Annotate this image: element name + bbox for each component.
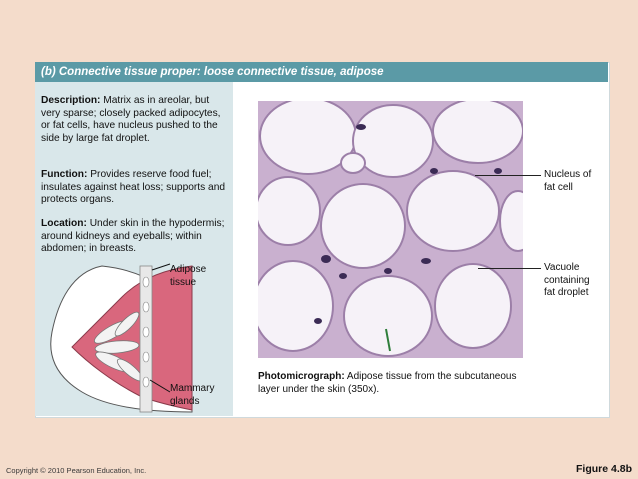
caption-title: Photomicrograph: xyxy=(258,371,345,382)
vacuole-callout: Vacuole containing fat droplet xyxy=(544,262,590,300)
function-text: Provides reserve food fuel; insulates ag… xyxy=(41,169,226,206)
nucleus-callout: Nucleus of fat cell xyxy=(544,169,591,194)
location-text: Under skin in the hypodermis; around kid… xyxy=(41,218,225,255)
function-block: Function: Provides reserve food fuel; in… xyxy=(41,169,231,207)
vacuole-line3: fat droplet xyxy=(544,287,589,298)
function-title: Function: xyxy=(41,169,88,180)
description-block: Description: Matrix as in areolar, but v… xyxy=(41,95,231,145)
panel-header: (b) Connective tissue proper: loose conn… xyxy=(35,62,608,82)
adipose-label-line1: Adipose xyxy=(170,264,207,275)
description-title: Description: xyxy=(41,95,101,106)
caption-text: Adipose tissue from the subcutaneous lay… xyxy=(258,371,517,395)
mammary-label-line2: glands xyxy=(170,395,200,407)
photo-caption: Photomicrograph: Adipose tissue from the… xyxy=(258,371,528,396)
description-text: Matrix as in areolar, but very sparse; c… xyxy=(41,95,221,144)
copyright-notice: Copyright © 2010 Pearson Education, Inc. xyxy=(6,466,147,475)
nucleus-leader-line xyxy=(475,175,541,176)
vacuole-line1: Vacuole xyxy=(544,262,580,273)
mammary-label-line1: Mammary xyxy=(170,383,215,394)
adipose-cells-image xyxy=(258,101,523,358)
nucleus-line1: Nucleus of xyxy=(544,169,592,180)
adipose-label-line2: tissue xyxy=(170,276,197,288)
location-block: Location: Under skin in the hypodermis; … xyxy=(41,218,231,256)
figure-number: Figure 4.8b xyxy=(576,463,633,475)
breast-illustration xyxy=(50,263,193,413)
vacuole-leader-line xyxy=(478,268,541,269)
location-title: Location: xyxy=(41,218,87,229)
adipose-tissue-label: Adipose tissue xyxy=(170,264,206,289)
nucleus-line2: fat cell xyxy=(544,181,573,193)
vacuole-line2: containing xyxy=(544,274,590,286)
photomicrograph xyxy=(258,101,523,358)
mammary-glands-label: Mammary glands xyxy=(170,383,214,408)
